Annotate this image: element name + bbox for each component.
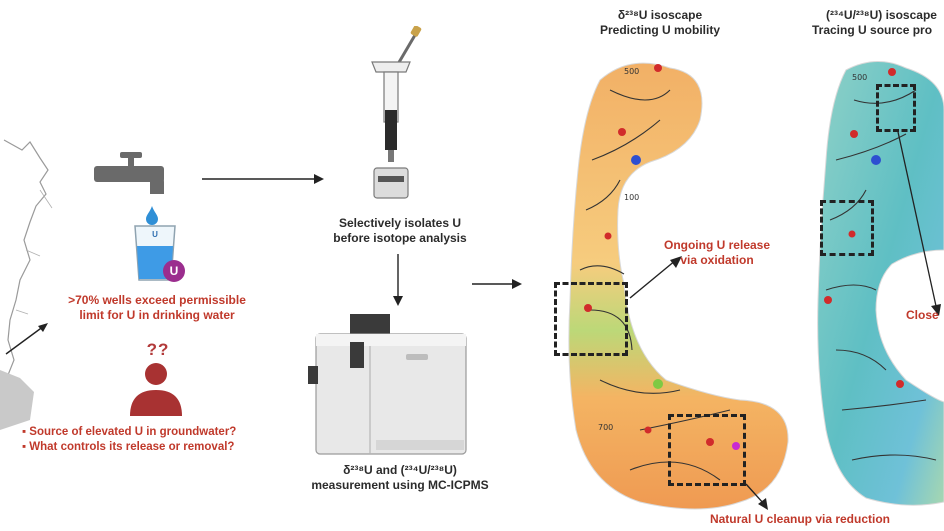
natural-cleanup-label: Natural U cleanup via reduction — [709, 512, 891, 526]
map1-title: δ²³⁸U isoscape Predicting U mobility — [570, 8, 750, 38]
ongoing-release-label: Ongoing U release via oxidation — [652, 238, 782, 268]
arrow-ongoing-release — [629, 256, 682, 299]
bullet-list: Source of elevated U in groundwater? Wha… — [22, 425, 236, 455]
map1-title-line2: Predicting U mobility — [599, 23, 720, 37]
arrow-to-mcicpms — [393, 254, 403, 306]
wells-text-line2: limit for U in drinking water — [79, 308, 235, 322]
measurement-line2: measurement using MC-ICPMS — [311, 478, 489, 492]
isolation-line2: before isotope analysis — [333, 231, 467, 245]
highlight-box-reduction — [668, 414, 746, 486]
ongoing-line2: via oxidation — [680, 253, 754, 267]
india-map-outline — [0, 139, 53, 430]
map2-arrow — [897, 131, 941, 316]
uranium-badge-icon: U — [163, 260, 185, 282]
glass-u-label: U — [152, 230, 158, 239]
close-partial-label: Close — [906, 308, 939, 322]
isolation-caption: Selectively isolates U before isotope an… — [300, 216, 500, 246]
arrow-to-isolation — [202, 174, 324, 184]
isoscape-map-delta238u: 100 500 700 — [568, 62, 789, 510]
bullet-controls: What controls its release or removal? — [22, 440, 236, 455]
water-drop-icon — [146, 206, 158, 225]
highlight-box-oxidation — [554, 282, 628, 356]
ongoing-line1: Ongoing U release — [663, 238, 771, 252]
mc-icpms-instrument — [308, 314, 467, 455]
map2-title-line2: Tracing U source pro — [812, 23, 933, 37]
person-icon — [130, 363, 182, 416]
arrow-to-wells — [5, 323, 48, 355]
wells-text-line1: >70% wells exceed permissible — [68, 293, 246, 307]
measurement-line1: δ²³⁸U and (²³⁴U/²³⁸U) — [343, 463, 457, 477]
uranium-badge-letter: U — [169, 264, 179, 278]
chromatography-column-icon — [371, 61, 411, 199]
question-marks: ?? — [146, 340, 170, 359]
map1-contour-100: 100 — [624, 193, 639, 202]
arrow-natural-cleanup — [745, 483, 768, 510]
measurement-caption: δ²³⁸U and (²³⁴U/²³⁸U) measurement using … — [290, 463, 510, 493]
isolation-line1: Selectively isolates U — [338, 216, 462, 230]
map2-highlight-box-middle — [820, 200, 874, 256]
wells-exceed-text: >70% wells exceed permissible limit for … — [32, 293, 282, 323]
map2-highlight-box-top — [876, 84, 916, 132]
faucet-icon — [94, 152, 164, 194]
map1-title-line1: δ²³⁸U isoscape — [617, 8, 703, 22]
bullet-source: Source of elevated U in groundwater? — [22, 425, 236, 440]
arrow-to-isoscapes — [472, 279, 522, 289]
map2-title-line1: (²³⁴U/²³⁸U) isoscape — [826, 8, 937, 22]
map2-contour-500: 500 — [852, 73, 867, 82]
map2-title: (²³⁴U/²³⁸U) isoscape Tracing U source pr… — [800, 8, 944, 38]
map1-contour-500: 500 — [624, 67, 639, 76]
map1-contour-700: 700 — [598, 423, 613, 432]
